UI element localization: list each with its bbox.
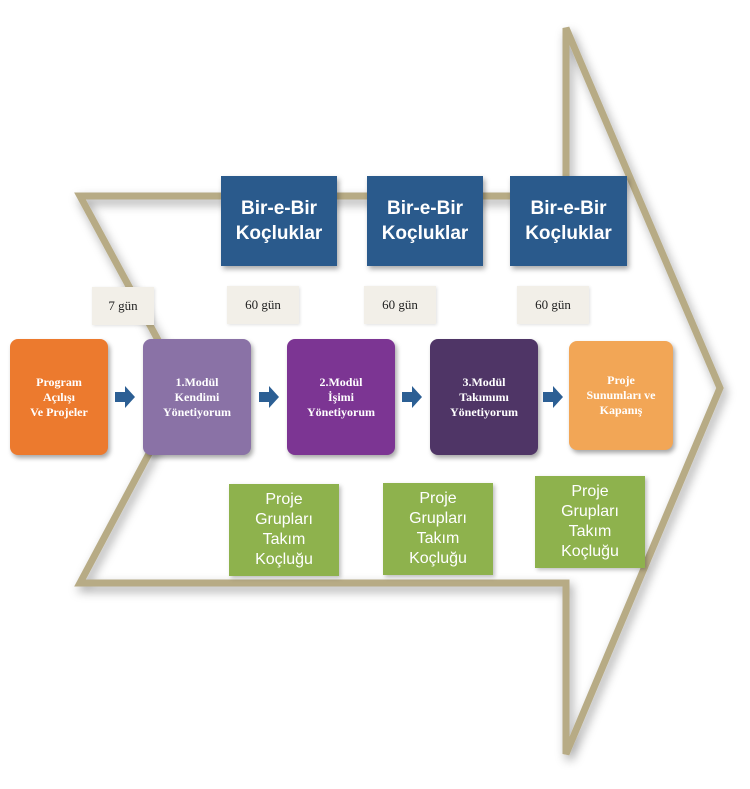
coaching-label: Bir-e-Bir Koçluklar xyxy=(235,198,323,244)
duration-text: 60 gün xyxy=(382,297,418,312)
step-label: 3.Modül Takımımı Yönetiyorum xyxy=(450,374,518,419)
step-module-1: 1.Modül Kendimi Yönetiyorum xyxy=(143,339,251,455)
step-module-3: 3.Modül Takımımı Yönetiyorum xyxy=(430,339,538,455)
step-label: 2.Modül İşimi Yönetiyorum xyxy=(307,374,375,419)
step-program-opening: Program Açılışı Ve Projeler xyxy=(10,339,108,455)
duration-label: 60 gün xyxy=(364,286,436,324)
flow-arrow-icon xyxy=(115,386,135,408)
team-coaching-label: Proje Grupları Takım Koçluğu xyxy=(409,490,467,567)
coaching-label: Bir-e-Bir Koçluklar xyxy=(381,198,469,244)
step-label: Program Açılışı Ve Projeler xyxy=(30,374,88,419)
duration-label: 60 gün xyxy=(517,286,589,324)
team-coaching-label: Proje Grupları Takım Koçluğu xyxy=(561,483,619,560)
duration-text: 7 gün xyxy=(108,298,138,313)
flow-arrow-icon xyxy=(402,386,422,408)
one-on-one-coaching-box: Bir-e-Bir Koçluklar xyxy=(367,176,483,266)
step-project-presentations: Proje Sunumları ve Kapanış xyxy=(569,341,673,450)
duration-text: 60 gün xyxy=(535,297,571,312)
duration-label: 60 gün xyxy=(227,286,299,324)
step-label: 1.Modül Kendimi Yönetiyorum xyxy=(163,374,231,419)
team-coaching-box: Proje Grupları Takım Koçluğu xyxy=(229,484,339,576)
team-coaching-box: Proje Grupları Takım Koçluğu xyxy=(535,476,645,568)
step-label: Proje Sunumları ve Kapanış xyxy=(586,373,656,417)
flow-arrow-icon xyxy=(259,386,279,408)
step-module-2: 2.Modül İşimi Yönetiyorum xyxy=(287,339,395,455)
coaching-label: Bir-e-Bir Koçluklar xyxy=(525,198,612,244)
team-coaching-box: Proje Grupları Takım Koçluğu xyxy=(383,483,493,575)
flow-arrow-icon xyxy=(543,386,563,408)
team-coaching-label: Proje Grupları Takım Koçluğu xyxy=(255,491,313,568)
duration-label: 7 gün xyxy=(92,287,154,325)
one-on-one-coaching-box: Bir-e-Bir Koçluklar xyxy=(510,176,627,266)
one-on-one-coaching-box: Bir-e-Bir Koçluklar xyxy=(221,176,337,266)
duration-text: 60 gün xyxy=(245,297,281,312)
